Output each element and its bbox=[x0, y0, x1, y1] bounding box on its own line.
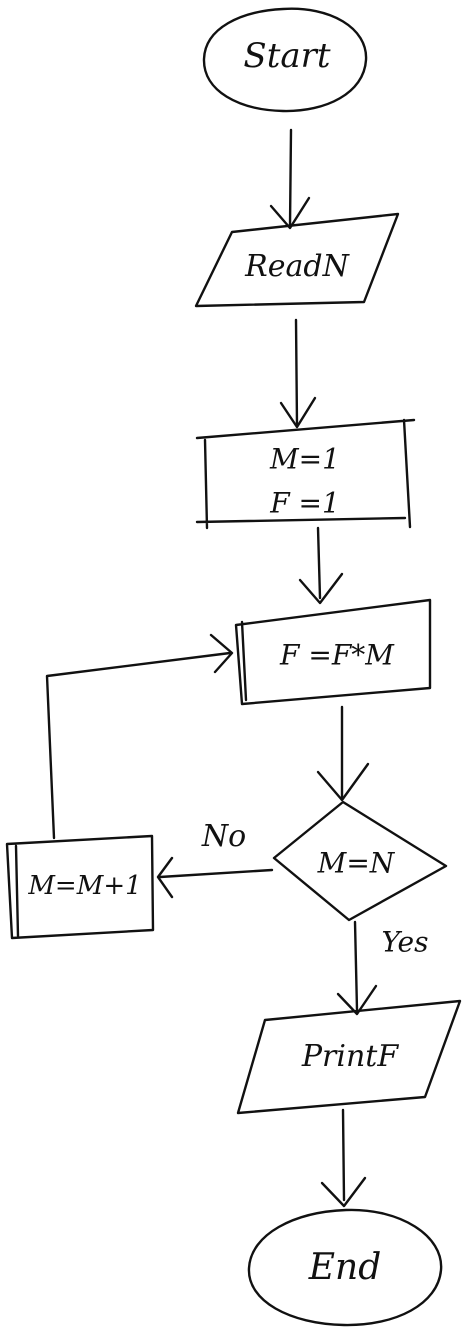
decision-diamond bbox=[272, 800, 448, 922]
arrow-compute-to-decision bbox=[316, 705, 370, 802]
start-label: Start bbox=[243, 36, 330, 76]
increment-label: M=M+1 bbox=[27, 871, 141, 901]
arrow-loop-back bbox=[45, 633, 234, 840]
increment-rectangle bbox=[5, 834, 155, 940]
print-parallelogram bbox=[236, 999, 462, 1115]
compute-label: F =F*M bbox=[279, 639, 395, 672]
start-node: Start bbox=[202, 7, 368, 113]
no-label: No bbox=[201, 819, 246, 854]
start-oval bbox=[202, 7, 368, 113]
arrow-print-to-end bbox=[320, 1108, 367, 1208]
arrow-read-to-init bbox=[279, 318, 317, 429]
arrow-no-branch: No bbox=[156, 819, 274, 899]
compute-node: F =F*M bbox=[234, 598, 432, 706]
arrow-yes-branch: Yes bbox=[336, 920, 429, 1016]
arrow-init-to-compute bbox=[298, 526, 344, 605]
init-f-label: F =1 bbox=[269, 487, 340, 520]
end-oval bbox=[247, 1208, 443, 1327]
increment-node: M=M+1 bbox=[5, 834, 155, 940]
read-label: ReadN bbox=[244, 249, 350, 284]
end-label: End bbox=[308, 1247, 382, 1288]
arrow-start-to-read bbox=[269, 128, 311, 230]
read-node: ReadN bbox=[194, 212, 400, 308]
compute-rectangle bbox=[234, 598, 432, 706]
decision-label: M=N bbox=[317, 847, 396, 880]
decision-node: M=N bbox=[272, 800, 448, 922]
print-node: PrintF bbox=[236, 999, 462, 1115]
end-node: End bbox=[247, 1208, 443, 1327]
init-node: M=1 F =1 bbox=[195, 418, 416, 530]
init-rectangle bbox=[195, 418, 416, 530]
read-parallelogram bbox=[194, 212, 400, 308]
print-label: PrintF bbox=[301, 1039, 399, 1074]
yes-label: Yes bbox=[382, 926, 429, 959]
init-m-label: M=1 bbox=[269, 443, 340, 476]
